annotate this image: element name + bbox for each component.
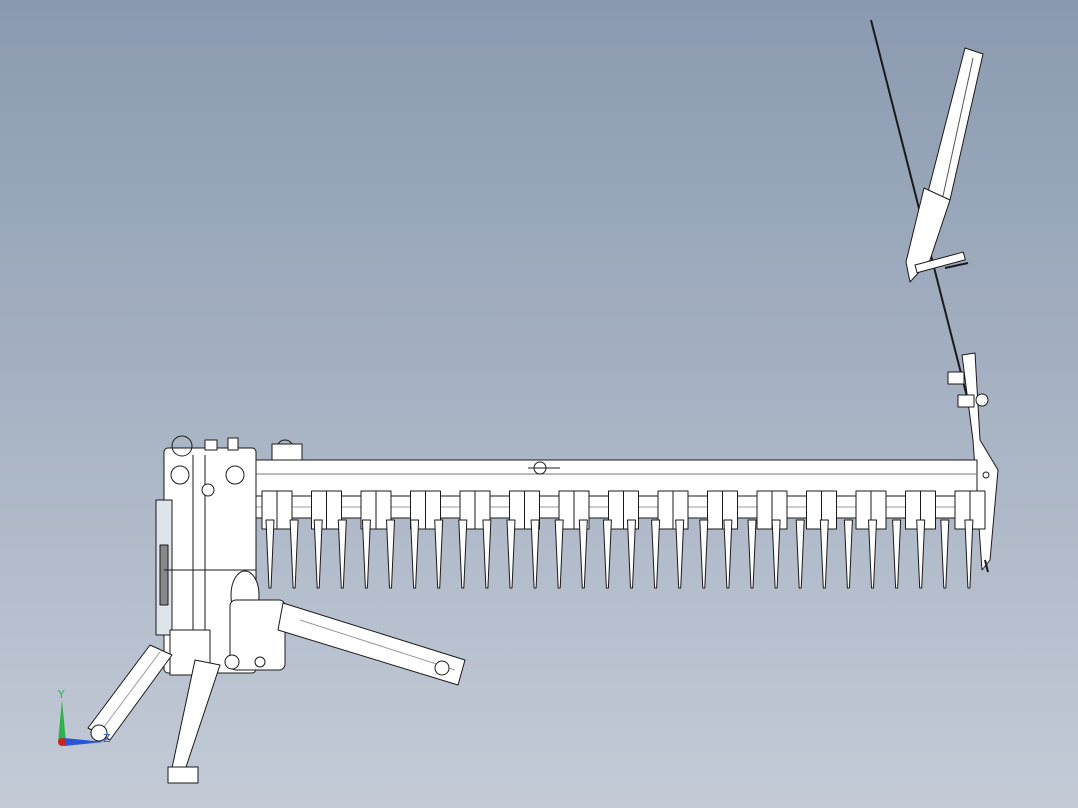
divider-bracket <box>947 352 999 573</box>
tooth <box>337 519 347 589</box>
tooth <box>458 519 468 589</box>
tooth <box>506 519 516 589</box>
grass-board-handle <box>905 47 984 283</box>
tooth <box>313 519 323 589</box>
tooth <box>434 519 444 589</box>
tooth <box>795 519 805 589</box>
tooth <box>289 519 299 589</box>
tooth <box>843 519 853 589</box>
guard <box>707 490 738 530</box>
tooth <box>747 519 757 589</box>
tooth <box>916 519 926 589</box>
tooth <box>964 519 974 589</box>
tooth <box>819 519 829 589</box>
tooth <box>771 519 781 589</box>
guard-row <box>261 490 986 530</box>
guard <box>608 490 639 530</box>
y-axis-label: Y <box>58 688 65 701</box>
tooth <box>675 519 685 589</box>
tooth <box>627 519 636 589</box>
pin-marker <box>528 461 560 475</box>
guard <box>558 490 590 530</box>
z-axis-arrow <box>64 738 104 746</box>
tooth <box>868 519 877 589</box>
tooth <box>530 519 540 589</box>
tooth <box>602 519 612 589</box>
tooth <box>554 519 564 589</box>
crank-joint <box>224 570 286 671</box>
tooth <box>265 519 275 589</box>
z-axis-label: Z <box>103 732 111 745</box>
tooth <box>940 519 950 589</box>
tooth <box>651 519 661 589</box>
y-axis-arrow <box>58 700 66 742</box>
support-leg <box>167 659 221 784</box>
tooth <box>699 519 709 589</box>
tooth <box>723 519 733 589</box>
connecting-arm-right <box>277 602 466 686</box>
tooth <box>482 519 492 589</box>
tooth-row <box>265 519 974 589</box>
tooth <box>410 519 420 589</box>
tooth <box>892 519 902 589</box>
tooth <box>361 519 371 589</box>
connecting-arm-left <box>87 644 173 742</box>
tooth <box>386 519 395 589</box>
tooth <box>578 519 588 589</box>
origin-marker <box>58 738 66 746</box>
coordinate-triad <box>58 700 104 746</box>
